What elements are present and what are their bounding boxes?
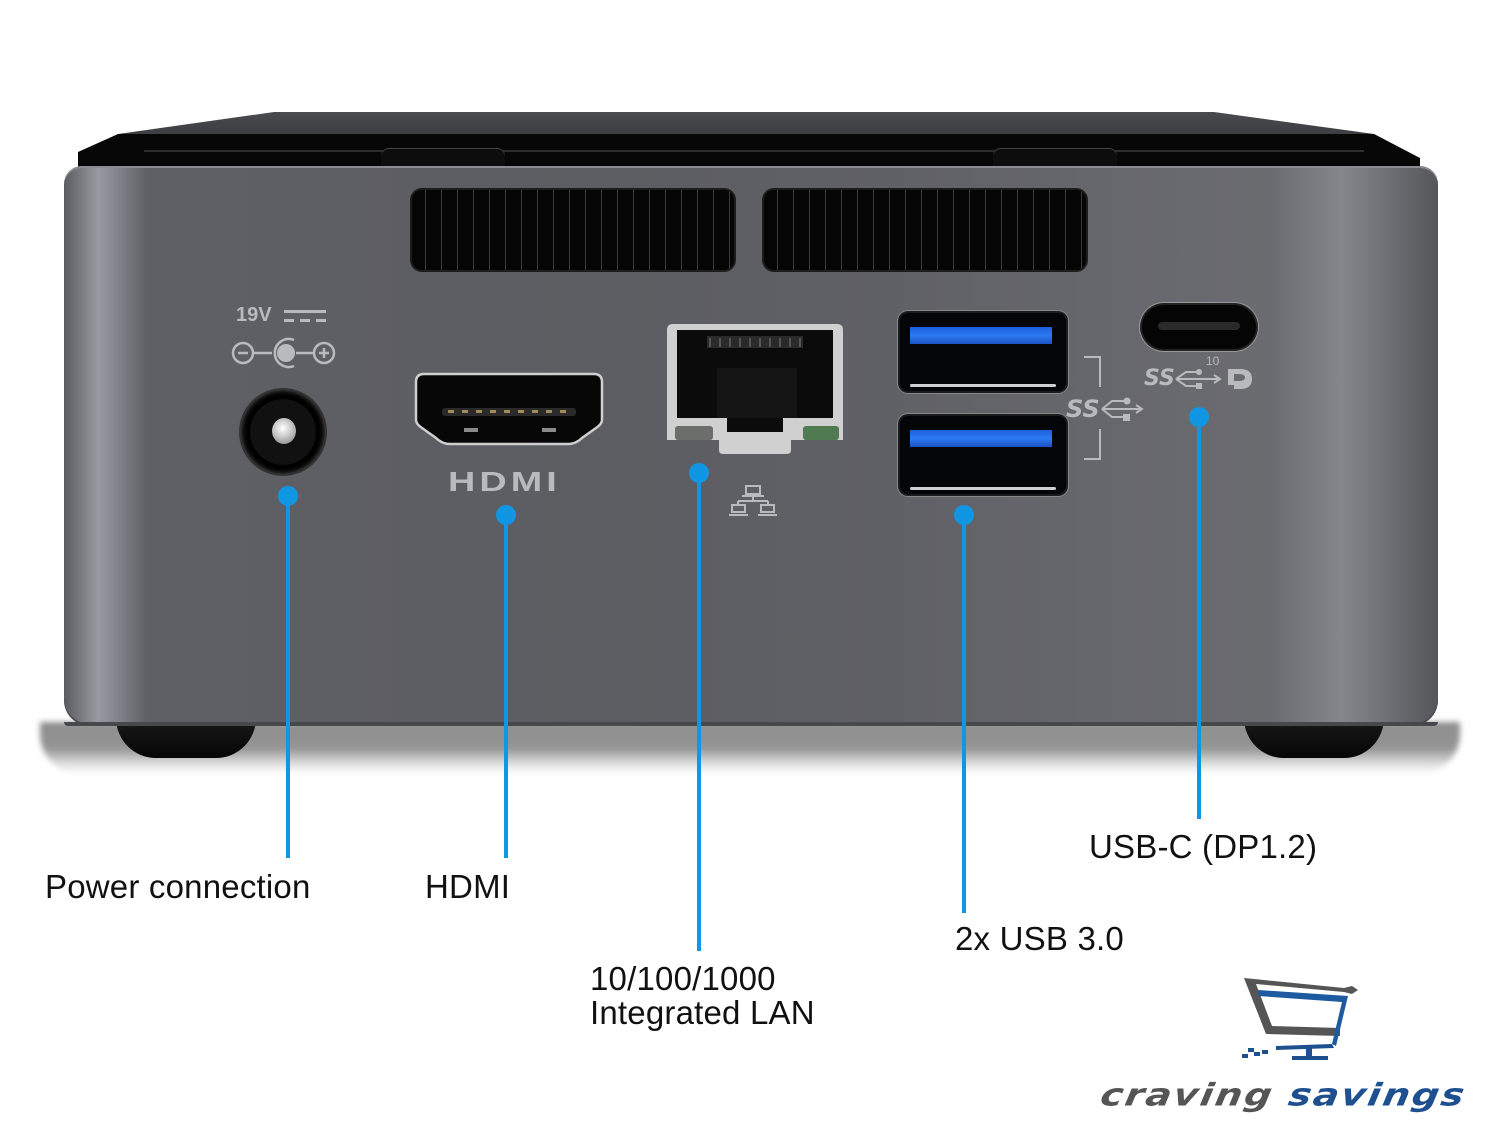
voltage-label: 19V [236, 304, 272, 326]
craving-savings-logo-icon [1242, 978, 1358, 1060]
vent-left [410, 188, 736, 272]
callout-line-power [286, 496, 290, 858]
label-power-connection: Power connection [45, 868, 311, 905]
label-lan-integrated: Integrated LAN [590, 994, 815, 1031]
svg-text:SS: SS [1144, 366, 1175, 391]
callout-line-usb [962, 515, 966, 913]
craving-savings-wordmark: craving savings [1098, 1077, 1470, 1113]
device-shadow [40, 722, 1460, 774]
usb-a-tongue [910, 327, 1052, 344]
svg-text:SS: SS [1066, 395, 1100, 423]
label-hdmi: HDMI [425, 868, 511, 905]
usb-a-port-top[interactable] [900, 313, 1066, 391]
label-lan-speed: 10/100/1000 [590, 960, 776, 997]
callout-line-usbc [1197, 417, 1201, 819]
usb-c-port[interactable] [1142, 305, 1256, 349]
label-usb-3: 2x USB 3.0 [955, 920, 1124, 957]
usb-a-tongue [910, 430, 1052, 447]
dc-symbol-icon [284, 310, 326, 322]
label-usb-c: USB-C (DP1.2) [1089, 828, 1318, 865]
usb-c-tongue [1158, 322, 1240, 330]
network-icon [729, 485, 777, 516]
callout-line-lan [697, 473, 701, 951]
polarity-icon [231, 337, 336, 369]
vent-right [762, 188, 1088, 272]
lid-latch-right [993, 148, 1117, 168]
device-lid [78, 112, 1420, 168]
lid-latch-left [381, 148, 505, 168]
callout-line-hdmi [504, 515, 508, 858]
superspeed-usb-icon: SS [1066, 356, 1144, 460]
hdmi-silkscreen-label: HDMI [448, 466, 561, 497]
logo-word-savings: savings [1285, 1077, 1470, 1114]
usb-a-port-bottom[interactable] [900, 416, 1066, 494]
usb-c-speed-label: 10 [1206, 354, 1220, 368]
power-jack-pin [272, 418, 296, 444]
ethernet-port[interactable] [663, 322, 847, 458]
hdmi-port[interactable] [414, 372, 604, 446]
superspeed-10-usb-icon: SS [1144, 366, 1252, 391]
logo-word-craving: craving [1097, 1077, 1277, 1114]
